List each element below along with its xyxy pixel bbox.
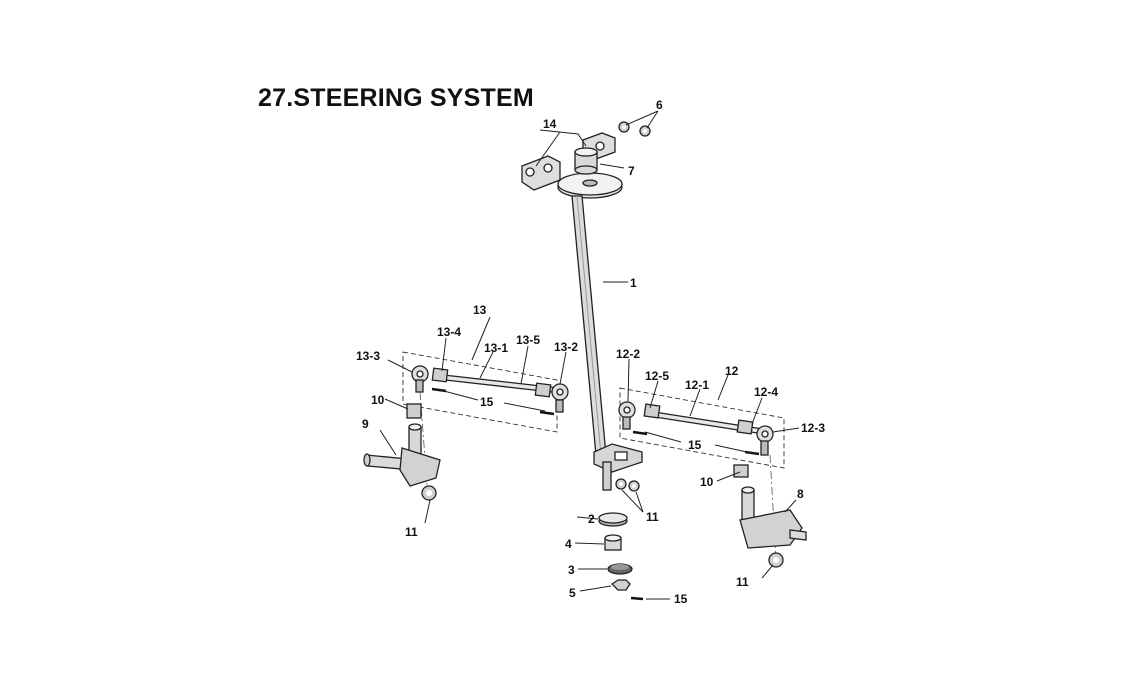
callout-1: 1 [630, 276, 637, 290]
callout-6: 6 [656, 98, 663, 112]
steering-column [557, 172, 643, 491]
steering-knuckle-right [733, 454, 807, 568]
tie-rod-left [402, 351, 569, 433]
callout-9: 9 [362, 417, 369, 431]
callout-2: 2 [588, 512, 595, 526]
callout-12-5: 12-5 [645, 369, 669, 383]
callout-12: 12 [725, 364, 739, 378]
callout-15-right: 15 [688, 438, 702, 452]
callout-12-1: 12-1 [685, 378, 709, 392]
callout-7: 7 [628, 164, 635, 178]
callout-labels: 1 2 3 4 5 6 7 8 9 10 10 11 11 11 12 12-1… [356, 98, 825, 606]
callout-11-right: 11 [736, 575, 749, 589]
callout-10-left: 10 [371, 393, 385, 407]
steering-knuckle-left [363, 391, 441, 501]
callout-12-4: 12-4 [754, 385, 778, 399]
nut-set [618, 121, 651, 137]
callout-13-3: 13-3 [356, 349, 380, 363]
page-title: 27.STEERING SYSTEM [258, 84, 534, 112]
callout-15-bottom: 15 [674, 592, 688, 606]
tie-rod-right [618, 387, 785, 469]
lower-parts-stack [598, 512, 644, 601]
callout-11-center: 11 [646, 510, 659, 524]
callout-5: 5 [569, 586, 576, 600]
callout-13-1: 13-1 [484, 341, 508, 355]
bushing [574, 147, 598, 175]
callout-11-left: 11 [405, 525, 418, 539]
callout-13-2: 13-2 [554, 340, 578, 354]
callout-12-2: 12-2 [616, 347, 640, 361]
callout-13-5: 13-5 [516, 333, 540, 347]
callout-12-3: 12-3 [801, 421, 825, 435]
callout-3: 3 [568, 563, 575, 577]
leader-lines [379, 110, 800, 600]
callout-10-right: 10 [700, 475, 714, 489]
callout-15-left: 15 [480, 395, 494, 409]
callout-14: 14 [543, 117, 557, 131]
column-bracket [521, 132, 616, 191]
callout-13: 13 [473, 303, 487, 317]
callout-4: 4 [565, 537, 572, 551]
column-nuts [615, 478, 640, 492]
callout-13-4: 13-4 [437, 325, 461, 339]
callout-8: 8 [797, 487, 804, 501]
